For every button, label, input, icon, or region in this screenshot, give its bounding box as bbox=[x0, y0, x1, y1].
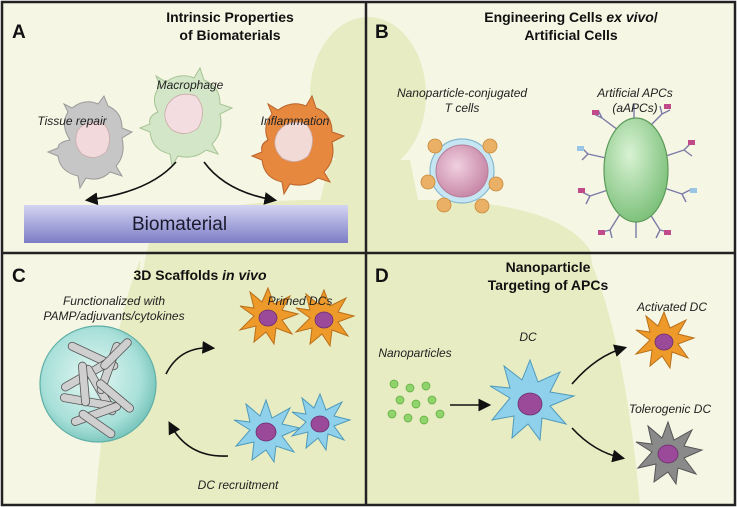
label-functionalized-line2: PAMP/adjuvants/cytokines bbox=[43, 309, 185, 323]
activated-dc bbox=[634, 310, 696, 370]
nanoparticle-t-cell bbox=[420, 138, 504, 214]
panel-b-title-part2: / bbox=[653, 9, 658, 25]
label-aapc-line2: (aAPCs) bbox=[612, 101, 658, 115]
label-macrophage: Macrophage bbox=[156, 78, 224, 92]
label-aapc: Artificial APCs (aAPCs) bbox=[570, 86, 700, 116]
primed-dc-2 bbox=[294, 288, 356, 348]
recruited-dc-1 bbox=[233, 398, 302, 464]
label-dc-recruitment: DC recruitment bbox=[197, 478, 279, 492]
label-nanoparticles: Nanoparticles bbox=[378, 346, 452, 360]
label-primed-dcs: Primed DCs bbox=[267, 294, 333, 308]
artificial-apc bbox=[577, 104, 697, 239]
arrow-to-primed bbox=[165, 341, 216, 375]
label-tcells-line2: T cells bbox=[444, 101, 480, 115]
panel-b-letter: B bbox=[375, 22, 389, 43]
panel-b-title-part1: Engineering Cells bbox=[484, 9, 607, 25]
label-inflammation: Inflammation bbox=[260, 114, 330, 128]
macrophage-neutral bbox=[138, 66, 234, 168]
arrow-to-repair bbox=[84, 161, 177, 206]
nanoparticle-dots bbox=[387, 379, 445, 425]
tolerogenic-dc bbox=[635, 420, 704, 486]
panel-d-letter: D bbox=[375, 266, 389, 287]
panel-d-title-line2: Targeting of APCs bbox=[487, 277, 609, 293]
panel-c-letter: C bbox=[12, 266, 26, 287]
arrow-to-tolerogenic bbox=[571, 427, 626, 463]
arrow-to-activated bbox=[571, 344, 628, 385]
label-tolerogenic-dc: Tolerogenic DC bbox=[628, 402, 712, 416]
label-tissue-repair: Tissue repair bbox=[37, 114, 107, 128]
panel-b-title: Engineering Cells ex vivo/ Artificial Ce… bbox=[436, 8, 706, 44]
label-activated-dc: Activated DC bbox=[636, 300, 708, 314]
panel-c-title: 3D Scaffolds in vivo bbox=[100, 266, 300, 284]
panel-c-title-italic: in vivo bbox=[222, 267, 267, 283]
label-functionalized-line1: Functionalized with bbox=[62, 294, 166, 308]
label-tcells: Nanoparticle-conjugated T cells bbox=[382, 86, 542, 116]
panel-a-title-line1: Intrinsic Properties bbox=[166, 9, 294, 25]
panel-b-title-line2: Artificial Cells bbox=[524, 27, 618, 43]
primed-dc-1 bbox=[238, 286, 300, 346]
arrow-to-inflammation bbox=[203, 161, 278, 205]
panel-a-title-line2: of Biomaterials bbox=[179, 27, 281, 43]
label-dc: DC bbox=[519, 330, 537, 344]
panel-a-title: Intrinsic Properties of Biomaterials bbox=[130, 8, 330, 44]
label-biomaterial: Biomaterial bbox=[132, 214, 228, 235]
recruited-dc-2 bbox=[290, 392, 352, 452]
macrophage-repair bbox=[46, 94, 134, 190]
dc-center bbox=[489, 358, 576, 442]
panel-b-title-italic: ex vivo bbox=[606, 9, 654, 25]
panel-b-title-line1: Engineering Cells ex vivo/ bbox=[436, 8, 706, 26]
label-aapc-line1: Artificial APCs bbox=[597, 86, 673, 100]
panel-c-title-part1: 3D Scaffolds bbox=[133, 267, 223, 283]
biomaterial-slab bbox=[24, 205, 348, 243]
macrophage-inflammation bbox=[250, 94, 346, 196]
label-functionalized: Functionalized with PAMP/adjuvants/cytok… bbox=[14, 294, 214, 324]
panel-a-letter: A bbox=[12, 22, 26, 43]
label-tcells-line1: Nanoparticle-conjugated bbox=[396, 86, 528, 100]
panel-d-title: Nanoparticle Targeting of APCs bbox=[448, 258, 648, 294]
panel-d-title-line1: Nanoparticle bbox=[505, 259, 591, 275]
arrow-recruitment bbox=[168, 421, 229, 457]
scaffold-sphere bbox=[39, 325, 157, 443]
